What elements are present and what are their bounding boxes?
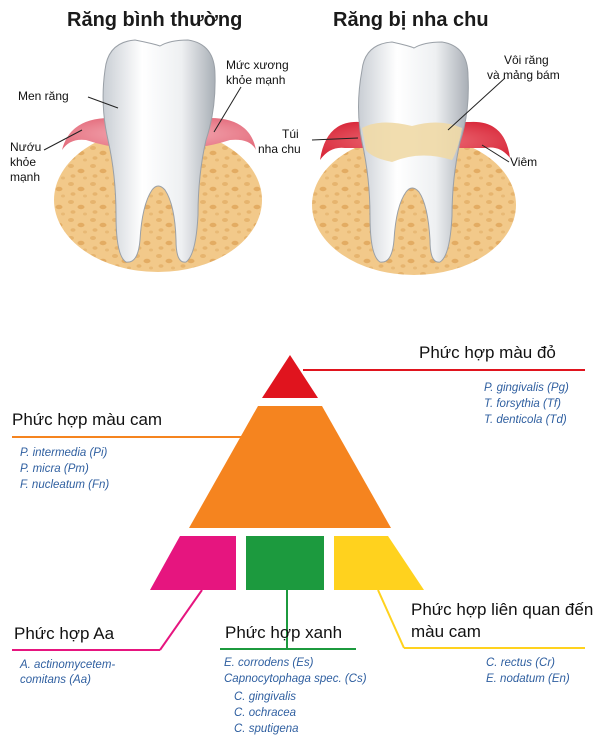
red-bacteria-3: T. denticola (Td) [484, 413, 567, 428]
yellow-complex-block [334, 536, 424, 590]
orange-complex-block [189, 406, 391, 528]
green-complex-title: Phức hợp xanh [225, 623, 342, 643]
red-complex-block [262, 355, 318, 398]
red-bacteria-2: T. forsythia (Tf) [484, 397, 561, 412]
green-bacteria-4: C. ochracea [234, 706, 296, 721]
yellow-connector-diag [378, 590, 404, 648]
yellow-complex-title-1: Phức hợp liên quan đến [411, 600, 593, 620]
green-bacteria-2: Capnocytophaga spec. (Cs) [224, 672, 367, 687]
aa-complex-title: Phức hợp Aa [14, 624, 114, 644]
green-bacteria-3: C. gingivalis [234, 690, 296, 705]
aa-complex-block [150, 536, 236, 590]
red-bacteria-1: P. gingivalis (Pg) [484, 381, 569, 396]
green-bacteria-5: C. sputigena [234, 722, 299, 737]
orange-complex-title: Phức hợp màu cam [12, 410, 162, 430]
green-bacteria-1: E. corrodens (Es) [224, 656, 313, 671]
red-complex-title: Phức hợp màu đỏ [419, 343, 556, 363]
yellow-complex-title-2: màu cam [411, 622, 481, 642]
orange-bacteria-2: P. micra (Pm) [20, 462, 89, 477]
yellow-bacteria-1: C. rectus (Cr) [486, 656, 555, 671]
orange-bacteria-3: F. nucleatum (Fn) [20, 478, 109, 493]
green-complex-block [246, 536, 324, 590]
yellow-bacteria-2: E. nodatum (En) [486, 672, 570, 687]
aa-connector-diag [160, 590, 202, 650]
orange-bacteria-1: P. intermedia (Pi) [20, 446, 107, 461]
aa-bacteria-1: A. actinomycetem- [20, 658, 115, 673]
aa-bacteria-2: comitans (Aa) [20, 673, 91, 688]
